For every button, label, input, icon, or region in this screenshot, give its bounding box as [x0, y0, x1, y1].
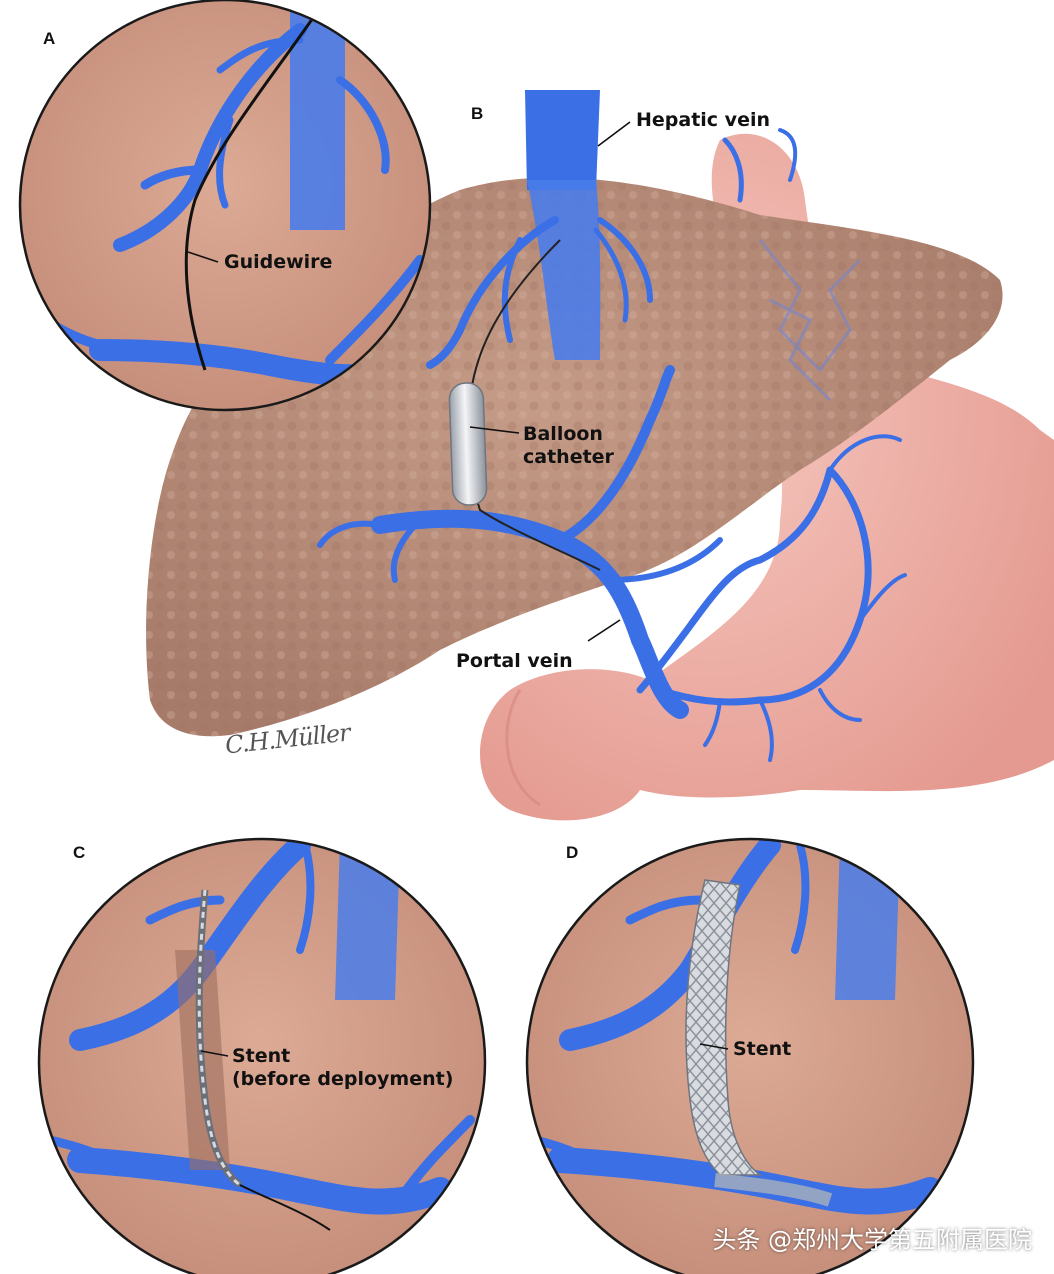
gastric-varices: [636, 128, 907, 762]
label-portal-vein: Portal vein: [456, 650, 573, 672]
liver-vein-mesh: [758, 239, 862, 402]
label-stent-c-line1: Stent: [232, 1045, 291, 1067]
panel-a-magnifier: [18, 0, 432, 412]
source-watermark: 头条 @郑州大学第五附属医院: [712, 1226, 1032, 1254]
panel-label-d: D: [566, 843, 579, 862]
label-balloon-catheter-line2: catheter: [523, 446, 614, 468]
stomach: [480, 133, 1054, 821]
label-stent-c-line2: (before deployment): [232, 1068, 454, 1090]
balloon-catheter-device: [448, 382, 488, 506]
label-balloon-catheter: Balloon catheter: [523, 423, 614, 469]
hepatic-vein: [426, 90, 653, 369]
label-hepatic-vein: Hepatic vein: [636, 109, 770, 131]
panel-label-b: B: [471, 104, 484, 123]
label-stent-deployed: Stent: [733, 1038, 792, 1060]
panel-label-a: A: [43, 29, 56, 48]
label-stent-before-deployment: Stent (before deployment): [232, 1045, 453, 1091]
panel-c-magnifier: [37, 837, 487, 1274]
label-guidewire: Guidewire: [224, 251, 333, 273]
panel-label-c: C: [73, 843, 86, 862]
label-balloon-catheter-line1: Balloon: [523, 423, 603, 445]
portal-vein: [317, 365, 723, 719]
